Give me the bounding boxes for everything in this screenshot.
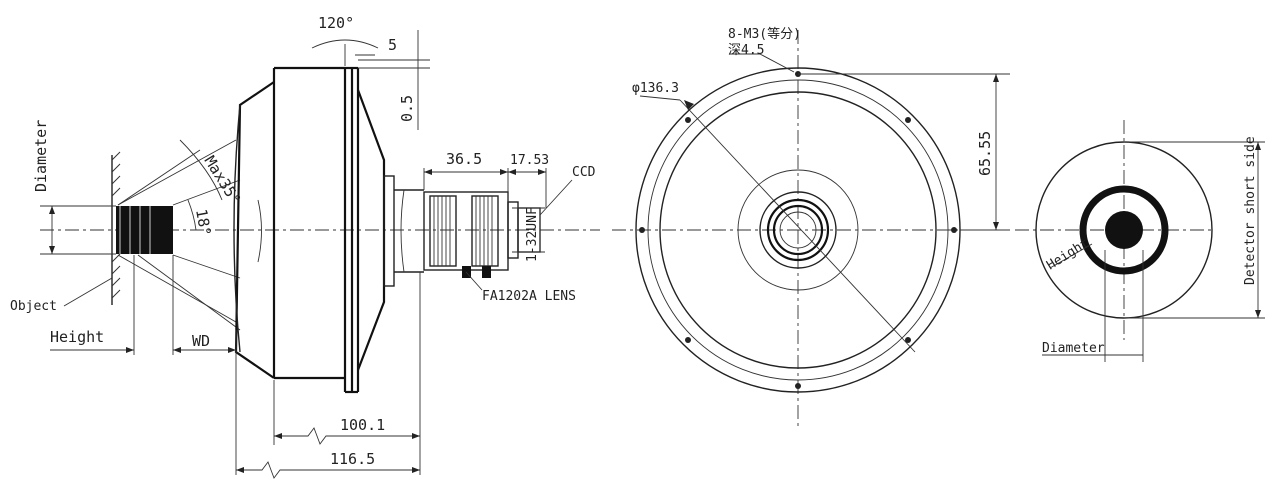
- dim-65-55-label: 65.55: [976, 131, 994, 176]
- diameter-label: Diameter: [32, 120, 50, 192]
- detector-view: Detector short side Height Diameter: [1015, 120, 1265, 362]
- detector-diameter-label: Diameter: [1042, 341, 1105, 356]
- ccd-label: CCD: [572, 165, 596, 180]
- height-label: Height: [50, 328, 104, 346]
- detector-ring: [1079, 185, 1169, 275]
- wd-label: WD: [192, 332, 210, 350]
- object-wall: [111, 151, 121, 305]
- dim-0-5-label: 0.5: [398, 95, 416, 122]
- fa1202a-lens: [423, 191, 541, 278]
- detector-center-spot: [1105, 211, 1143, 249]
- dim-5-label: 5: [388, 36, 397, 54]
- front-diameter-label: φ136.3: [632, 81, 679, 96]
- dim-116-5-label: 116.5: [330, 450, 375, 468]
- thread-label: 1-32UNF: [525, 207, 540, 262]
- short-side-label: Detector short side: [1243, 136, 1258, 285]
- object-body: [116, 206, 173, 254]
- object-label: Object: [10, 299, 57, 314]
- front-view: 8-M3(等分) 深4.5 φ136.3 65.55: [612, 26, 1010, 430]
- lens-label: FA1202A LENS: [482, 289, 576, 304]
- dome-outline: [234, 81, 275, 379]
- mounting-holes: [639, 71, 957, 389]
- dim-17-53-label: 17.53: [510, 153, 549, 168]
- dim-100-1-label: 100.1: [340, 416, 385, 434]
- holes-label: 8-M3(等分): [728, 26, 801, 42]
- depth-label: 深4.5: [728, 43, 764, 58]
- angle-18-label: 18°: [192, 208, 214, 238]
- dim-36-5-label: 36.5: [446, 150, 482, 168]
- side-view: 120° 5 0.5 Diameter Max35° 18° 36.5 17.5…: [10, 14, 600, 479]
- detector-height-label: Height: [1044, 236, 1092, 274]
- angle-120-label: 120°: [318, 14, 354, 32]
